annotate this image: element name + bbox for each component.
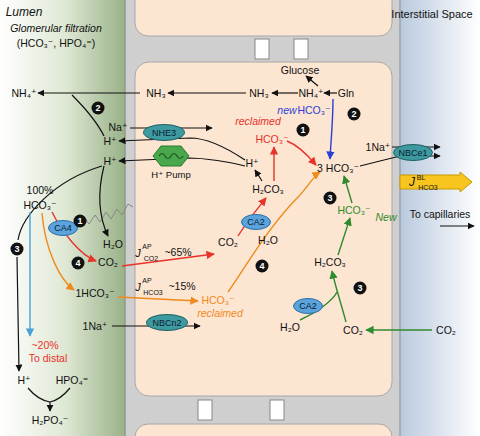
chemical-label: HPO₄⁼ <box>56 375 89 386</box>
callout-number: 3 <box>11 243 24 256</box>
callout-number: 3 <box>354 282 367 295</box>
pathway-label: New <box>375 212 396 223</box>
flux-superscript: AP <box>142 277 151 284</box>
chemical-label: 1Na⁺ <box>366 142 391 153</box>
chemical-label: H₂O <box>103 239 123 250</box>
chemical-label: HCO₃⁻ <box>201 295 234 306</box>
enzyme-ellipse: CA2 <box>293 298 323 314</box>
flux-symbol: J <box>135 248 141 259</box>
flux-symbol: J <box>135 282 141 293</box>
chemical-label: NH₃ <box>249 88 268 99</box>
chemical-label: 1Na⁺ <box>83 321 108 332</box>
callout-number: 3 <box>324 192 337 205</box>
node-text: CA2 <box>247 218 265 227</box>
chemical-label: NH₃ <box>146 88 165 99</box>
callout-number: 2 <box>92 102 105 115</box>
callout-number: 1 <box>74 215 87 228</box>
chemical-label: CO₂ <box>436 325 456 336</box>
callout-number: 2 <box>348 108 361 121</box>
chemical-label: Gln <box>338 88 354 99</box>
chemical-label: 1HCO₃⁻ <box>76 288 115 299</box>
neighbor-cell <box>135 0 392 36</box>
tight-junction <box>255 39 269 59</box>
node-outline <box>147 315 188 331</box>
chemical-label: H₂PO₄⁻ <box>32 415 69 426</box>
note-label: (HCO₃⁻, HPO₄⁼) <box>17 38 96 49</box>
node-outline <box>294 299 323 314</box>
tubule-cell <box>135 62 392 396</box>
note-label: To capillaries <box>410 209 471 220</box>
enzyme-ellipse: CA2 <box>241 214 271 230</box>
reclaim-path-4 <box>42 172 320 301</box>
chemical-label: H₂CO₃ <box>314 257 346 268</box>
neighbor-cell <box>135 424 392 436</box>
chemical-label: H⁺ <box>17 375 30 386</box>
tight-junction <box>198 400 212 420</box>
region-label: Lumen <box>6 6 43 18</box>
percent-label: ~20% <box>31 340 58 351</box>
callout-number: 4 <box>72 257 85 270</box>
chemical-label: NH₄⁺ <box>12 88 37 99</box>
pathway-label: new <box>277 105 296 116</box>
chemical-label: H⁺ <box>103 136 116 147</box>
node-text: H⁺ Pump <box>151 170 190 180</box>
chemical-label: HCO₃⁻ <box>23 200 56 211</box>
node-outline <box>242 215 271 230</box>
tight-junction <box>270 400 284 420</box>
node-outline <box>394 145 433 161</box>
chemical-label: NH₄⁺ <box>299 88 324 99</box>
node-text: NHE3 <box>152 128 176 137</box>
flux-subscript: HCO3 <box>143 289 162 296</box>
transporter-ellipse: NHE3 <box>143 124 185 141</box>
chemical-label: Na⁺ <box>109 122 128 133</box>
chemical-label: HCO₃⁻ <box>297 105 330 116</box>
chemical-label: H⁺ <box>245 158 258 169</box>
chemical-label: HCO₃⁻ <box>255 134 288 145</box>
chemical-label: 3 HCO₃⁻ <box>317 163 359 174</box>
note-label: Glomerular filtration <box>10 23 102 34</box>
chemical-label: H⁺ <box>103 156 116 167</box>
percent-label: 100% <box>27 185 54 196</box>
percent-label: ~15% <box>168 281 195 292</box>
pump-symbol <box>159 154 183 159</box>
callout-number: 1 <box>297 124 310 137</box>
transporter-ellipse: NBCn2 <box>146 314 188 331</box>
chemical-label: H₂CO₃ <box>252 184 284 195</box>
node-text: J <box>409 176 415 188</box>
chemical-label: CO₂ <box>218 237 238 248</box>
node-text: CA4 <box>54 224 72 233</box>
flux-subscript: CO2 <box>144 255 158 262</box>
node-text: NBCn2 <box>152 318 181 327</box>
membrane-band <box>125 0 400 436</box>
flux-superscript: AP <box>142 243 151 250</box>
chemical-label: H₂O <box>280 322 300 333</box>
callout-number: 4 <box>256 260 269 273</box>
reclaim-path-1 <box>52 141 316 266</box>
chemical-label: H₂O <box>258 235 278 246</box>
node-outline <box>153 146 189 166</box>
flux-arrow: JBL HCO3 <box>400 172 472 192</box>
region-label: Interstitial Space <box>391 9 472 20</box>
node-text: CA2 <box>299 302 317 311</box>
node-text: HCO3 <box>418 184 437 191</box>
node-outline <box>144 125 185 141</box>
tight-junction <box>294 39 308 59</box>
pathway-label: reclaimed <box>235 116 281 127</box>
chemical-label: CO₂ <box>98 257 118 268</box>
note-label: To distal <box>29 353 68 364</box>
chemical-label: CO₂ <box>343 325 363 336</box>
node-text: BL <box>417 174 426 181</box>
black-arrows <box>17 76 474 411</box>
percent-label: ~65% <box>164 247 191 258</box>
chemical-label: HCO₃⁻ <box>337 205 370 216</box>
interstitial-region <box>396 0 480 436</box>
node-text: NBCe1 <box>398 148 427 157</box>
transporter-ellipse: NBCe1 <box>393 144 433 161</box>
chemical-label: Glucose <box>281 65 320 76</box>
node-outline <box>400 172 472 192</box>
distal-flow-arrow <box>29 212 30 336</box>
pump-hexagon: H⁺ Pump <box>153 146 189 180</box>
pathway-label: reclaimed <box>197 308 243 319</box>
